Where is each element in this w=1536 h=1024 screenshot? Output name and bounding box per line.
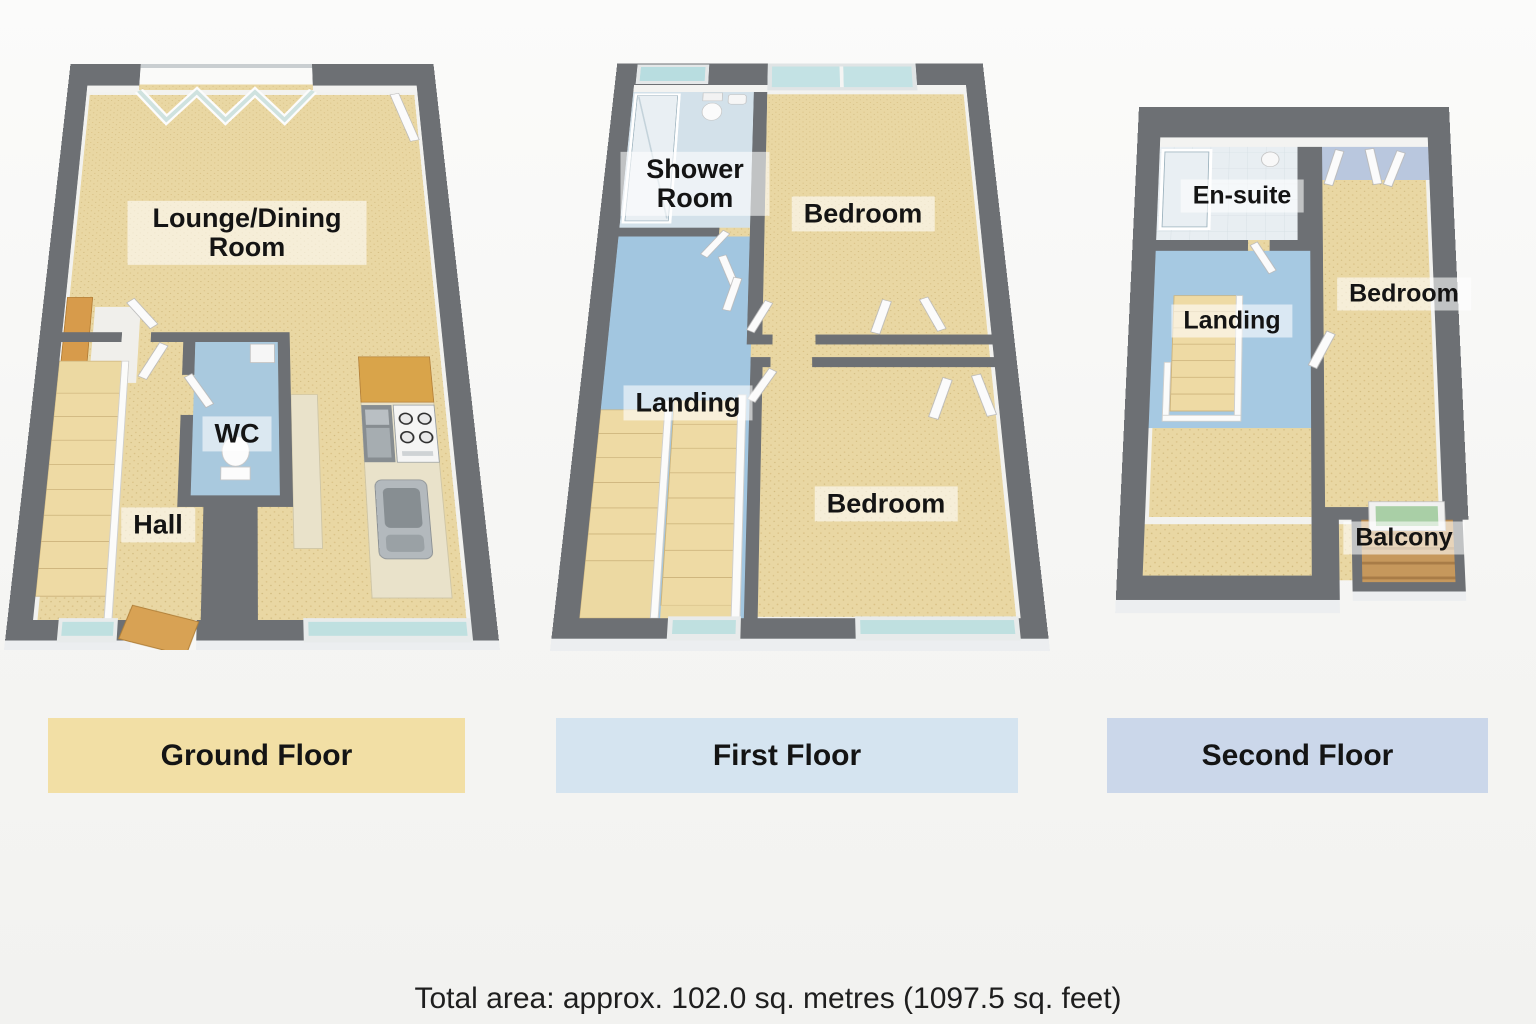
- kitchen-peninsula: [291, 395, 323, 549]
- front-step: [118, 605, 199, 650]
- room-label-first-landing: Landing: [623, 385, 753, 421]
- first-staircase: [579, 395, 746, 618]
- basin: [1261, 152, 1279, 167]
- floor-label-ground: Ground Floor: [48, 718, 465, 793]
- corner-basin: [250, 344, 274, 362]
- wood-cabinet: [358, 357, 433, 402]
- window: [672, 620, 736, 635]
- hob-burner: [418, 413, 431, 424]
- second-interior-floor: [1130, 136, 1459, 581]
- toilet-cistern: [703, 93, 723, 101]
- landing-floor: [579, 236, 754, 619]
- total-area-caption: Total area: approx. 102.0 sq. metres (10…: [414, 982, 1122, 1015]
- floor-label-second: Second Floor: [1107, 718, 1488, 793]
- stair-banister: [1162, 415, 1241, 421]
- room-label-first-bedroom-front: Bedroom: [791, 196, 935, 232]
- sink-basin: [382, 487, 423, 528]
- window: [860, 620, 1016, 635]
- hob-burner: [401, 432, 414, 443]
- kitchen: [290, 357, 452, 598]
- window: [639, 67, 706, 81]
- hob-burner: [419, 432, 433, 443]
- room-label-second-landing: Landing: [1171, 304, 1293, 338]
- floor-label-first: First Floor: [556, 718, 1018, 793]
- first-front: [666, 616, 1021, 641]
- room-label-en-suite: En-suite: [1180, 179, 1304, 213]
- room-label-lounge-dining-room: Lounge/Dining Room: [127, 200, 367, 266]
- stair-banister: [1162, 362, 1171, 418]
- rug: [88, 306, 141, 383]
- room-label-balcony: Balcony: [1343, 521, 1465, 555]
- room-label-wc: WC: [202, 416, 272, 452]
- basin: [728, 95, 746, 105]
- room-label-hall: Hall: [121, 507, 195, 543]
- hob-burner: [399, 413, 412, 424]
- ground-floor-plan: [4, 63, 500, 650]
- ground-front: [56, 605, 474, 650]
- sink-unit: [375, 480, 433, 559]
- room-label-second-bedroom: Bedroom: [1337, 277, 1471, 311]
- sink-drainer: [385, 534, 425, 552]
- room-label-first-bedroom-back: Bedroom: [814, 486, 958, 522]
- room-label-shower-room: Shower Room: [620, 151, 770, 217]
- landing-floor: [1148, 250, 1312, 429]
- window: [308, 621, 468, 636]
- window: [61, 621, 114, 636]
- toilet-cistern: [221, 467, 251, 480]
